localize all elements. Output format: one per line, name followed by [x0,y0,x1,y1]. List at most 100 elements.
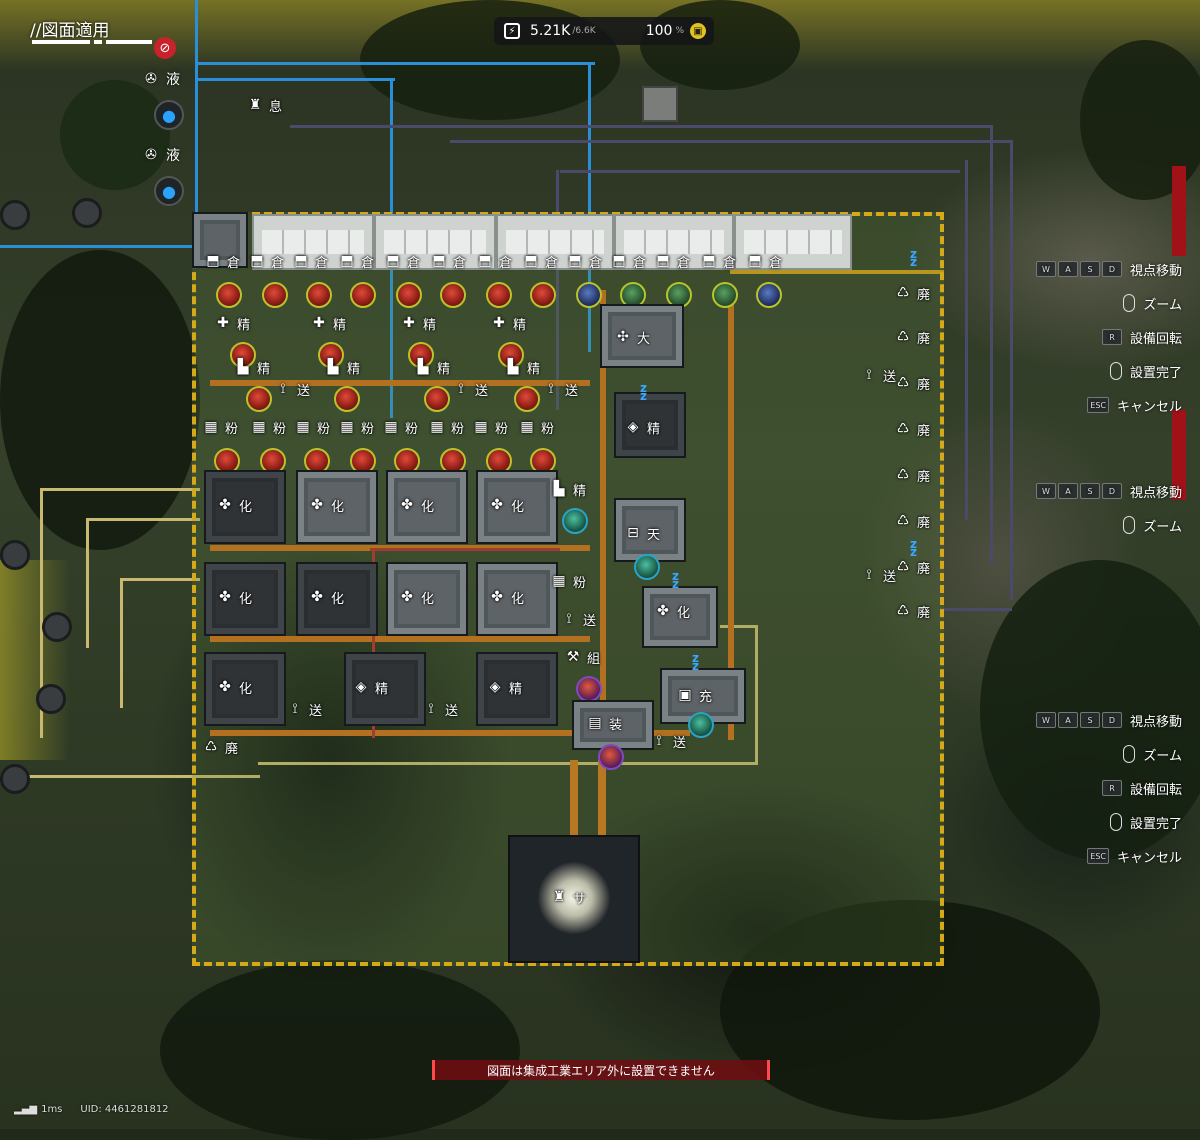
storage-label[interactable]: ⬒倉 [290,250,328,272]
turret[interactable] [0,764,30,794]
chemical-plant[interactable] [296,470,378,544]
waste-label[interactable]: ♺廃 [892,282,930,304]
refinery-label[interactable]: ◈精 [484,676,522,698]
chemical-plant-label[interactable]: ✤化 [214,494,252,516]
grinder-label[interactable]: ▦粉 [470,416,508,438]
refiner-label[interactable]: ✚精 [212,312,250,334]
chemical-plant-label[interactable]: ✤化 [396,494,434,516]
turret[interactable] [36,684,66,714]
beacon-tower[interactable] [642,86,678,122]
protocol-core-node[interactable] [192,212,248,268]
chemical-plant-label[interactable]: ✤化 [652,600,690,622]
liquid-item[interactable]: ✇ 液 [140,68,180,90]
grinder-label[interactable]: ▦粉 [516,416,554,438]
storage-depot[interactable] [734,214,852,270]
relay-label[interactable]: ⟟送 [420,698,458,720]
waste-label[interactable]: ♺廃 [892,418,930,440]
chemical-plant[interactable] [204,470,286,544]
sub-core-label[interactable]: ♜サ [548,886,586,908]
refiner-label[interactable]: ▙精 [548,478,586,500]
refiner-label[interactable]: ▙精 [322,356,360,378]
relay-label[interactable]: ⟟送 [450,378,488,400]
chemical-plant-label[interactable]: ✤化 [214,676,252,698]
chemical-plant-label[interactable]: ✤化 [486,586,524,608]
refiner-label[interactable]: ✚精 [488,312,526,334]
water-drop-icon[interactable]: ● [154,176,184,206]
chemical-plant[interactable] [642,586,718,648]
assembler-label[interactable]: ⚒組 [562,646,600,668]
chemical-plant[interactable] [386,562,468,636]
grinder-label[interactable]: ▦粉 [380,416,418,438]
rest-label[interactable]: ♜息 [244,94,282,116]
relay-label[interactable]: ⟟送 [858,564,896,586]
grinder-label[interactable]: ▦粉 [292,416,330,438]
sky-machine-label[interactable]: ⊟天 [622,522,660,544]
storage-depot[interactable] [614,214,734,270]
storage-label[interactable]: ⬒倉 [520,250,558,272]
waste-label[interactable]: ♺廃 [892,600,930,622]
grinder-label[interactable]: ▦粉 [200,416,238,438]
refinery[interactable] [476,652,558,726]
refinery[interactable] [614,392,686,458]
waste-label[interactable]: ♺廃 [892,372,930,394]
storage-label[interactable]: ⬒倉 [744,250,782,272]
waste-label[interactable]: ♺廃 [200,736,238,758]
refiner-label[interactable]: ✚精 [398,312,436,334]
waste-label[interactable]: ♺廃 [892,326,930,348]
turret[interactable] [0,200,30,230]
grinder-label[interactable]: ▦粉 [548,570,586,592]
refiner-label[interactable]: ✚精 [308,312,346,334]
storage-label[interactable]: ⬒倉 [564,250,602,272]
water-drop-icon[interactable]: ● [154,100,184,130]
chemical-plant[interactable] [204,562,286,636]
waste-label[interactable]: ♺廃 [892,464,930,486]
relay-label[interactable]: ⟟送 [558,608,596,630]
chemical-plant-label[interactable]: ✤化 [306,494,344,516]
refiner-label[interactable]: ▙精 [412,356,450,378]
storage-label[interactable]: ⬒倉 [428,250,466,272]
refiner-label[interactable]: ▙精 [232,356,270,378]
large-machine-label[interactable]: ✣大 [612,326,650,348]
storage-depot[interactable] [496,214,614,270]
equipment-label[interactable]: ▤装 [584,712,622,734]
storage-label[interactable]: ⬒倉 [202,250,240,272]
waste-label[interactable]: ♺廃 [892,556,930,578]
prohibit-icon[interactable]: ⊘ [154,37,176,59]
refinery-label[interactable]: ◈精 [350,676,388,698]
storage-label[interactable]: ⬒倉 [382,250,420,272]
chemical-plant-label[interactable]: ✤化 [214,586,252,608]
storage-depot[interactable] [374,214,496,270]
relay-label[interactable]: ⟟送 [858,364,896,386]
chemical-plant[interactable] [476,562,558,636]
grinder-label[interactable]: ▦粉 [336,416,374,438]
large-machine[interactable] [600,304,684,368]
refiner-label[interactable]: ▙精 [502,356,540,378]
storage-label[interactable]: ⬒倉 [246,250,284,272]
storage-label[interactable]: ⬒倉 [336,250,374,272]
chemical-plant[interactable] [386,470,468,544]
chemical-plant[interactable] [204,652,286,726]
relay-label[interactable]: ⟟送 [648,730,686,752]
chemical-plant-label[interactable]: ✤化 [396,586,434,608]
waste-label[interactable]: ♺廃 [892,510,930,532]
turret[interactable] [42,612,72,642]
charger-label[interactable]: ▣充 [674,684,712,706]
chemical-plant[interactable] [476,470,558,544]
relay-label[interactable]: ⟟送 [284,698,322,720]
liquid-item[interactable]: ✇ 液 [140,144,180,166]
storage-label[interactable]: ⬒倉 [608,250,646,272]
turret[interactable] [0,540,30,570]
storage-label[interactable]: ⬒倉 [698,250,736,272]
grinder-label[interactable]: ▦粉 [426,416,464,438]
storage-depot[interactable] [252,214,374,270]
chemical-plant[interactable] [296,562,378,636]
grinder-label[interactable]: ▦粉 [248,416,286,438]
relay-label[interactable]: ⟟送 [272,378,310,400]
chemical-plant-label[interactable]: ✤化 [306,586,344,608]
refinery-label[interactable]: ◈精 [622,416,660,438]
refinery[interactable] [344,652,426,726]
storage-label[interactable]: ⬒倉 [652,250,690,272]
chemical-plant-label[interactable]: ✤化 [486,494,524,516]
storage-label[interactable]: ⬒倉 [474,250,512,272]
turret[interactable] [72,198,102,228]
